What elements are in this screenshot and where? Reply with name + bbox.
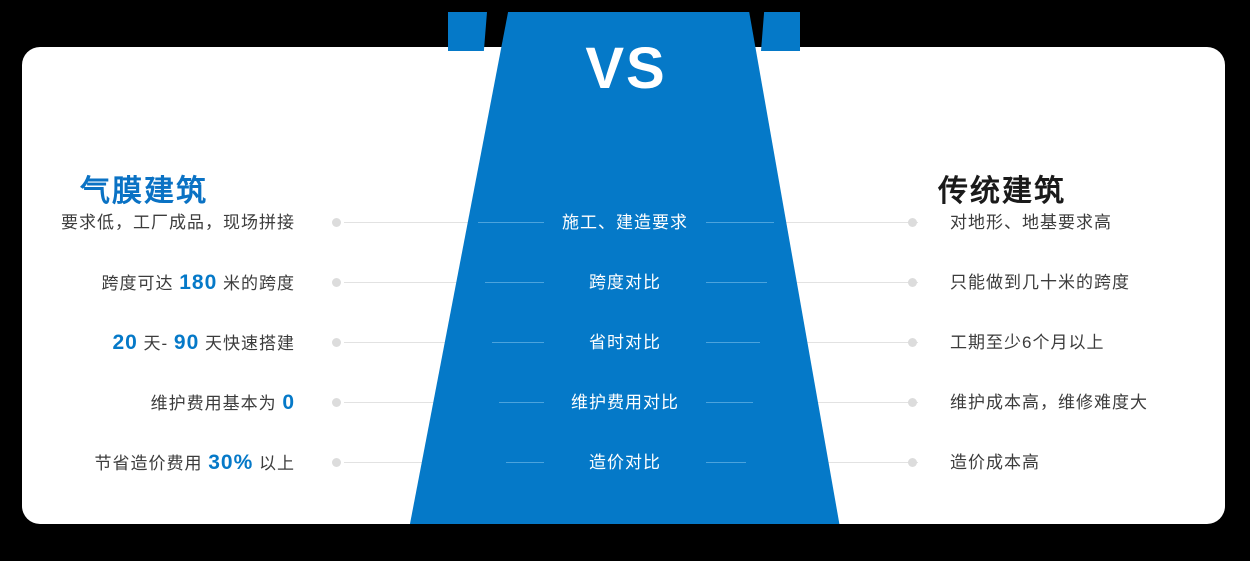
connector-dot-left-icon: [332, 218, 341, 227]
center-row: 省时对比: [0, 328, 1250, 358]
comparison-row: 要求低，工厂成品，现场拼接 对地形、地基要求高: [22, 208, 1225, 238]
center-connector-line-left: [492, 342, 544, 343]
center-category-label: 省时对比: [589, 333, 661, 352]
center-category-label: 施工、建造要求: [562, 213, 688, 232]
connector-line-right: [706, 222, 918, 223]
connector-dot-right-icon: [908, 398, 917, 407]
feature-text-part: 跨度可达: [101, 274, 180, 293]
center-connector-line-right: [706, 342, 760, 343]
center-connector-line-right: [706, 402, 753, 403]
feature-text-part: 天快速搭建: [199, 334, 295, 353]
comparison-row: 维护费用基本为 0 维护成本高，维修难度大: [22, 388, 1225, 418]
left-feature-text: 20 天- 90 天快速搭建: [112, 328, 295, 359]
right-feature-text: 只能做到几十米的跨度: [950, 273, 1130, 292]
left-column-title: 气膜建筑: [80, 175, 208, 208]
right-feature-text: 对地形、地基要求高: [950, 213, 1112, 232]
banner-wing-right-icon: [761, 12, 800, 51]
feature-text-part: 节省造价费用: [94, 454, 209, 473]
comparison-row: 20 天- 90 天快速搭建 工期至少6个月以上: [22, 328, 1225, 358]
left-feature-text: 维护费用基本为 0: [151, 388, 295, 419]
center-row: 造价对比: [0, 448, 1250, 478]
connector-dot-left-icon: [332, 278, 341, 287]
highlight-value: 30%: [208, 451, 254, 474]
connector-line-right: [706, 342, 918, 343]
highlight-value: 0: [282, 391, 295, 414]
center-connector-line-right: [706, 222, 774, 223]
left-feature-text: 跨度可达 180 米的跨度: [101, 268, 295, 299]
connector-line-left: [344, 342, 544, 343]
center-row: 施工、建造要求: [0, 208, 1250, 238]
vs-label: VS: [585, 36, 667, 101]
highlight-value: 180: [179, 271, 218, 294]
center-connector-line-left: [478, 222, 544, 223]
connector-line-right: [706, 282, 918, 283]
center-connector-line-left: [485, 282, 544, 283]
right-column-title: 传统建筑: [938, 175, 1066, 208]
center-connector-line-left: [499, 402, 544, 403]
highlight-value: 90: [173, 331, 200, 354]
connector-dot-right-icon: [908, 458, 917, 467]
banner-wing-left-icon: [448, 12, 487, 51]
right-feature-text: 工期至少6个月以上: [950, 333, 1105, 352]
feature-text-part: 维护费用基本为: [150, 394, 283, 413]
connector-dot-left-icon: [332, 458, 341, 467]
connector-dot-right-icon: [908, 278, 917, 287]
connector-line-left: [344, 282, 544, 283]
comparison-row: 跨度可达 180 米的跨度 只能做到几十米的跨度: [22, 268, 1225, 298]
feature-text-part: 天-: [137, 334, 174, 353]
right-feature-text: 维护成本高，维修难度大: [950, 393, 1148, 412]
left-feature-text: 节省造价费用 30% 以上: [95, 448, 296, 479]
feature-text-part: 米的跨度: [217, 274, 295, 293]
highlight-value: 20: [112, 331, 138, 354]
right-feature-text: 造价成本高: [950, 453, 1040, 472]
center-category-label: 维护费用对比: [571, 393, 679, 412]
center-connector-line-right: [706, 282, 767, 283]
center-row: 跨度对比: [0, 268, 1250, 298]
center-connector-line-left: [506, 462, 544, 463]
connector-dot-left-icon: [332, 398, 341, 407]
comparison-row: 节省造价费用 30% 以上 造价成本高: [22, 448, 1225, 478]
connector-dot-right-icon: [908, 218, 917, 227]
center-connector-line-right: [706, 462, 746, 463]
left-feature-text: 要求低，工厂成品，现场拼接: [61, 208, 295, 238]
center-category-label: 跨度对比: [589, 273, 661, 292]
connector-dot-left-icon: [332, 338, 341, 347]
connector-line-left: [344, 222, 544, 223]
feature-text-part: 以上: [253, 454, 295, 473]
connector-dot-right-icon: [908, 338, 917, 347]
center-row: 维护费用对比: [0, 388, 1250, 418]
center-category-label: 造价对比: [589, 453, 661, 472]
feature-text-part: 要求低，工厂成品，现场拼接: [61, 213, 295, 232]
